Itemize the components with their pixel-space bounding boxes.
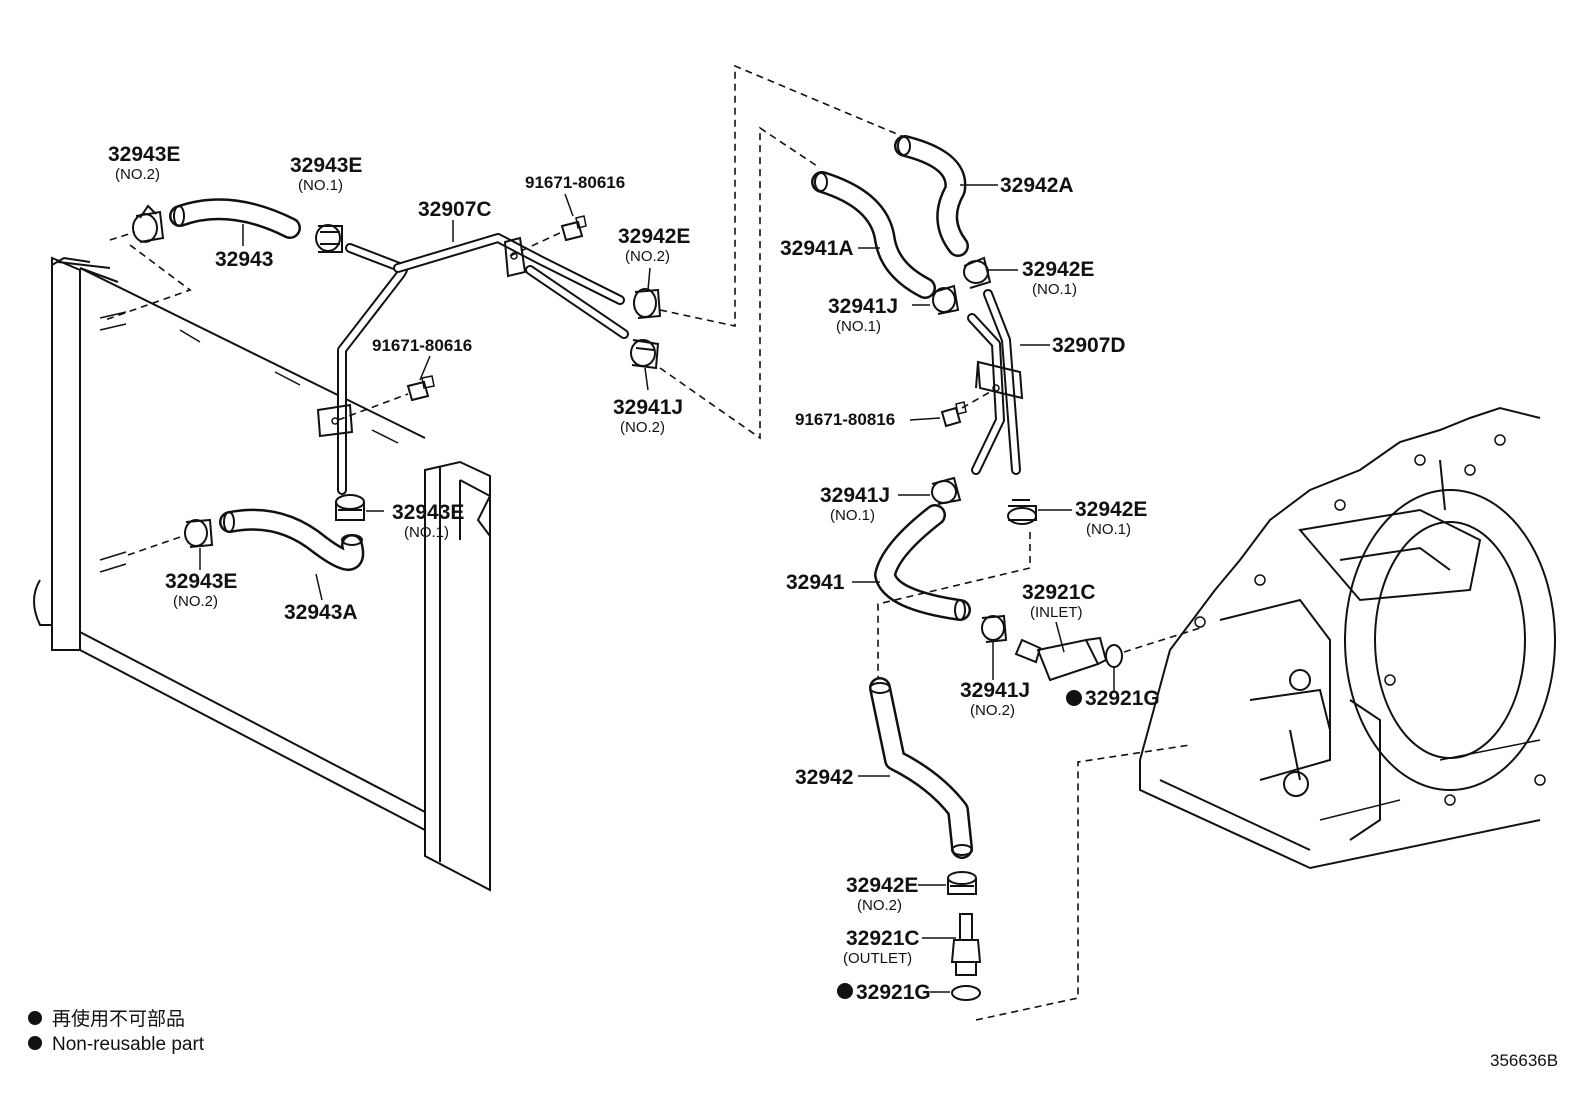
label-32943a: 32943A: [284, 601, 358, 624]
fitting-32921c-outlet: [950, 913, 982, 976]
label-32942e-no2-low-sub: (NO.2): [857, 897, 902, 914]
label-32943e-no1-mid: 32943E: [392, 501, 464, 524]
clamp-32941j-no1-mid: [931, 476, 962, 505]
label-91671-80616-a: 91671-80616: [525, 173, 625, 192]
label-32943e-no2-top-sub: (NO.2): [115, 166, 160, 183]
label-91671-80616-b: 91671-80616: [372, 336, 472, 355]
clamp-32943e-no2-top: [132, 204, 165, 243]
label-32941j-no1-mid: 32941J: [820, 484, 890, 507]
label-32921c-outlet-sub: (OUTLET): [843, 950, 912, 967]
legend-bullet-en: [28, 1036, 42, 1050]
clamp-32942e-no2-low: [947, 871, 977, 895]
label-32942e-no1-r: 32942E: [1022, 258, 1094, 281]
label-32942e-no1-mid-sub: (NO.1): [1086, 521, 1131, 538]
non-reusable-marker-right: [1066, 690, 1082, 706]
label-32921c-inlet-sub: (INLET): [1030, 604, 1083, 621]
label-32942e-no1-r-sub: (NO.1): [1032, 281, 1077, 298]
label-32943e-no2-mid-sub: (NO.2): [173, 593, 218, 610]
clamp-32943e-no1-top: [315, 224, 343, 253]
label-32943e-no1-top: 32943E: [290, 154, 362, 177]
label-32942e-no2-top: 32942E: [618, 225, 690, 248]
label-32921g-low: 32921G: [856, 981, 931, 1004]
label-32943e-no1-mid-sub: (NO.1): [404, 524, 449, 541]
fitting-32921c-inlet: [1014, 636, 1123, 682]
part-labels: 32943E (NO.2) 32943E (NO.1) 32943 32907C…: [108, 143, 1160, 1004]
label-32921g-right: 32921G: [1085, 687, 1160, 710]
label-32941j-no1-r: 32941J: [828, 295, 898, 318]
clamp-32941j-no2-top: [630, 339, 660, 370]
label-32943e-no2-mid: 32943E: [165, 570, 237, 593]
radiator: [33, 256, 492, 892]
hose-32943a: [219, 508, 365, 571]
hose-32941a: [811, 171, 936, 299]
clamp-32941j-no2-low: [981, 614, 1008, 643]
clamp-32943e-no1-mid: [335, 494, 365, 521]
label-32943e-no1-top-sub: (NO.1): [298, 177, 343, 194]
clamp-32943e-no2-mid: [184, 518, 214, 548]
label-32921c-inlet: 32921C: [1022, 581, 1096, 604]
label-32941a: 32941A: [780, 237, 854, 260]
label-32942e-no2-top-sub: (NO.2): [625, 248, 670, 265]
label-32943e-no2-top: 32943E: [108, 143, 180, 166]
hose-32941: [874, 504, 971, 621]
label-32907c: 32907C: [418, 198, 492, 221]
clamp-32942e-no1-mid: [1007, 499, 1037, 525]
bolt-91671-80616-b: [406, 375, 435, 402]
hose-32943: [169, 198, 301, 239]
label-32941j-no1-r-sub: (NO.1): [836, 318, 881, 335]
label-32943: 32943: [215, 248, 273, 271]
leader-lines: [199, 184, 1115, 993]
legend: 再使用不可部品 Non-reusable part: [28, 1008, 205, 1055]
label-32941j-no2-top-sub: (NO.2): [620, 419, 665, 436]
legend-en: Non-reusable part: [52, 1034, 205, 1055]
hose-32942: [869, 677, 973, 859]
label-32941j-no1-mid-sub: (NO.1): [830, 507, 875, 524]
diagram-code: 356636B: [1490, 1051, 1558, 1070]
pipe-32907c: [316, 233, 629, 495]
label-32942: 32942: [795, 766, 853, 789]
label-32942a: 32942A: [1000, 174, 1074, 197]
non-reusable-marker-low: [837, 983, 853, 999]
label-32941j-no2-low-sub: (NO.2): [970, 702, 1015, 719]
clamp-32942e-no2-top: [633, 288, 662, 319]
label-91671-80816: 91671-80816: [795, 410, 895, 429]
label-32941j-no2-low: 32941J: [960, 679, 1030, 702]
transmission-case: [1139, 406, 1556, 870]
label-32921c-outlet: 32921C: [846, 927, 920, 950]
o-ring-32921g-low: [951, 985, 981, 1001]
label-32941: 32941: [786, 571, 845, 594]
clamp-32941j-no1-r: [932, 284, 960, 315]
label-32942e-no1-mid: 32942E: [1075, 498, 1147, 521]
label-32907d: 32907D: [1052, 334, 1126, 357]
pipe-32907d: [967, 289, 1024, 475]
clamp-32942e-no1-r: [963, 256, 992, 289]
legend-jp: 再使用不可部品: [52, 1008, 185, 1030]
legend-bullet-jp: [28, 1011, 42, 1025]
hose-32942a: [894, 135, 969, 257]
label-32942e-no2-low: 32942E: [846, 874, 918, 897]
label-32941j-no2-top: 32941J: [613, 396, 683, 419]
bolt-91671-80616-a: [560, 215, 587, 242]
bolt-91671-80816: [940, 401, 967, 428]
